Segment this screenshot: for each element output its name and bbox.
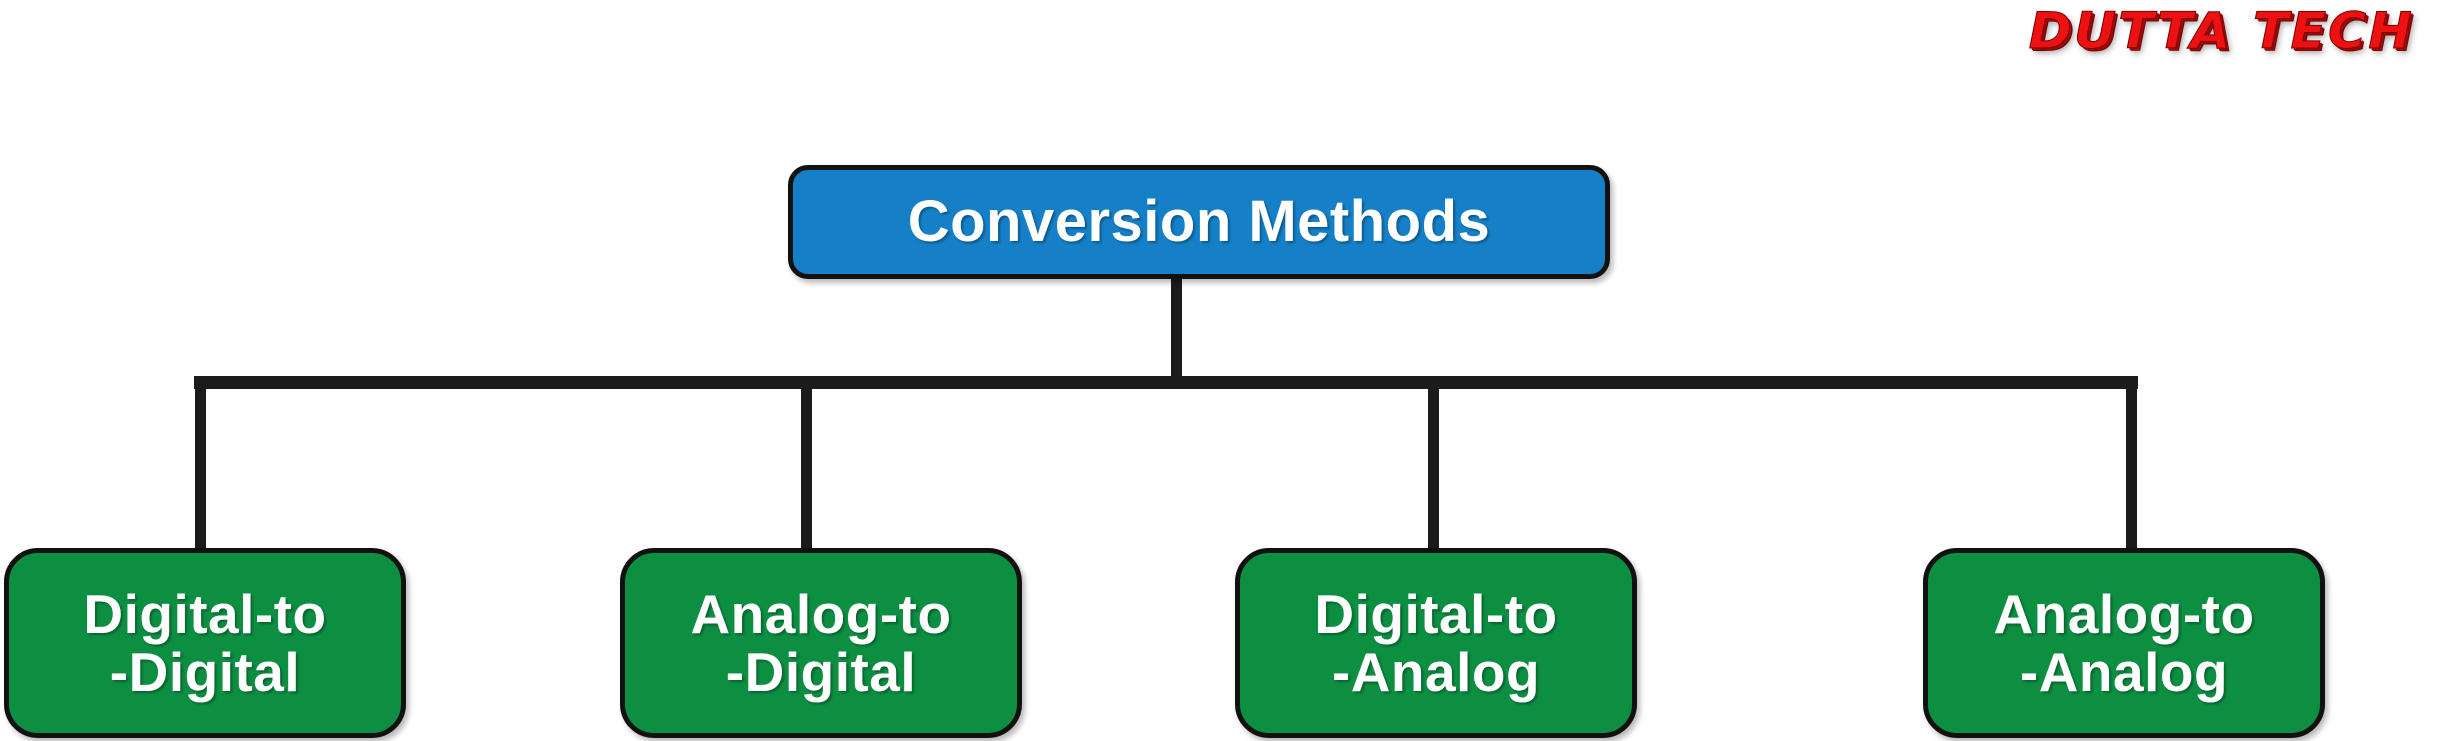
connector-root-stem bbox=[1171, 276, 1182, 386]
node-conversion-methods-label: Conversion Methods bbox=[907, 189, 1491, 255]
node-analog-to-analog[interactable]: Analog-to -Analog bbox=[1923, 548, 2325, 738]
node-digital-to-analog[interactable]: Digital-to -Analog bbox=[1235, 548, 1637, 738]
node-analog-to-analog-label: Analog-to -Analog bbox=[1993, 582, 2255, 703]
node-digital-to-analog-label: Digital-to -Analog bbox=[1314, 582, 1558, 703]
node-analog-to-digital[interactable]: Analog-to -Digital bbox=[620, 548, 1022, 738]
node-conversion-methods[interactable]: Conversion Methods bbox=[788, 165, 1610, 279]
node-digital-to-digital-label: Digital-to -Digital bbox=[83, 582, 327, 703]
node-analog-to-digital-label: Analog-to -Digital bbox=[690, 582, 952, 703]
connector-drop-analog-to-analog bbox=[2126, 382, 2137, 554]
connector-drop-digital-to-digital bbox=[195, 382, 206, 554]
node-digital-to-digital[interactable]: Digital-to -Digital bbox=[4, 548, 406, 738]
brand-logo-dutta-tech: DUTTA TECH bbox=[2028, 2, 2414, 61]
connector-horizontal-bus bbox=[194, 376, 2138, 389]
connector-drop-digital-to-analog bbox=[1428, 382, 1439, 554]
connector-drop-analog-to-digital bbox=[801, 382, 812, 554]
